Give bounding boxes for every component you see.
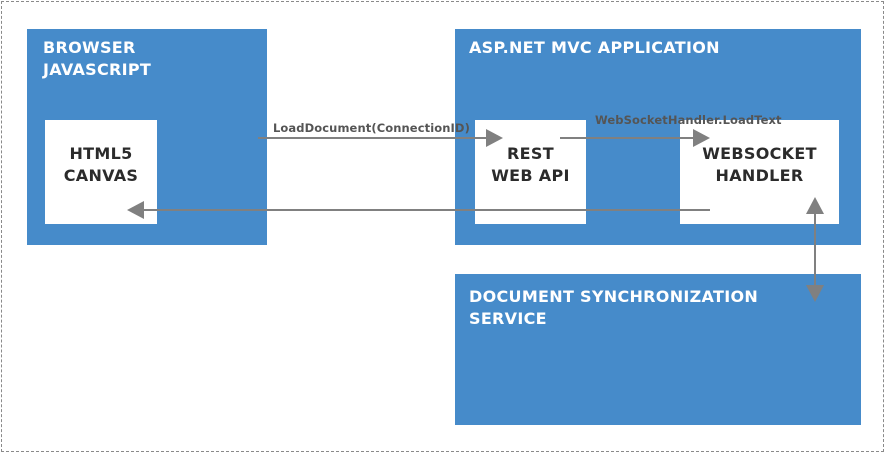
document-synchronization-service-box: DOCUMENT SYNCHRONIZATION SERVICE <box>455 274 861 425</box>
arrow-websocket-sync-bidirectional <box>806 197 824 302</box>
arrow-canvas-to-rest <box>258 129 503 147</box>
document-synchronization-service-title: DOCUMENT SYNCHRONIZATION SERVICE <box>469 287 759 328</box>
load-document-label: LoadDocument(ConnectionID) <box>273 121 470 135</box>
aspnet-mvc-application-title: ASP.NET MVC APPLICATION <box>469 38 720 57</box>
load-text-label: WebSocketHandler.LoadText <box>595 113 782 127</box>
rest-web-api-label: REST WEB API <box>491 144 570 185</box>
arrow-rest-to-websocket <box>560 129 710 147</box>
browser-javascript-title: BROWSER JAVASCRIPT <box>43 38 152 79</box>
html5-canvas-label: HTML5 CANVAS <box>63 144 139 185</box>
arrow-websocket-to-canvas <box>127 201 710 219</box>
html5-canvas-box: HTML5 CANVAS <box>45 120 157 224</box>
websocket-handler-label: WEBSOCKET HANDLER <box>702 144 817 185</box>
